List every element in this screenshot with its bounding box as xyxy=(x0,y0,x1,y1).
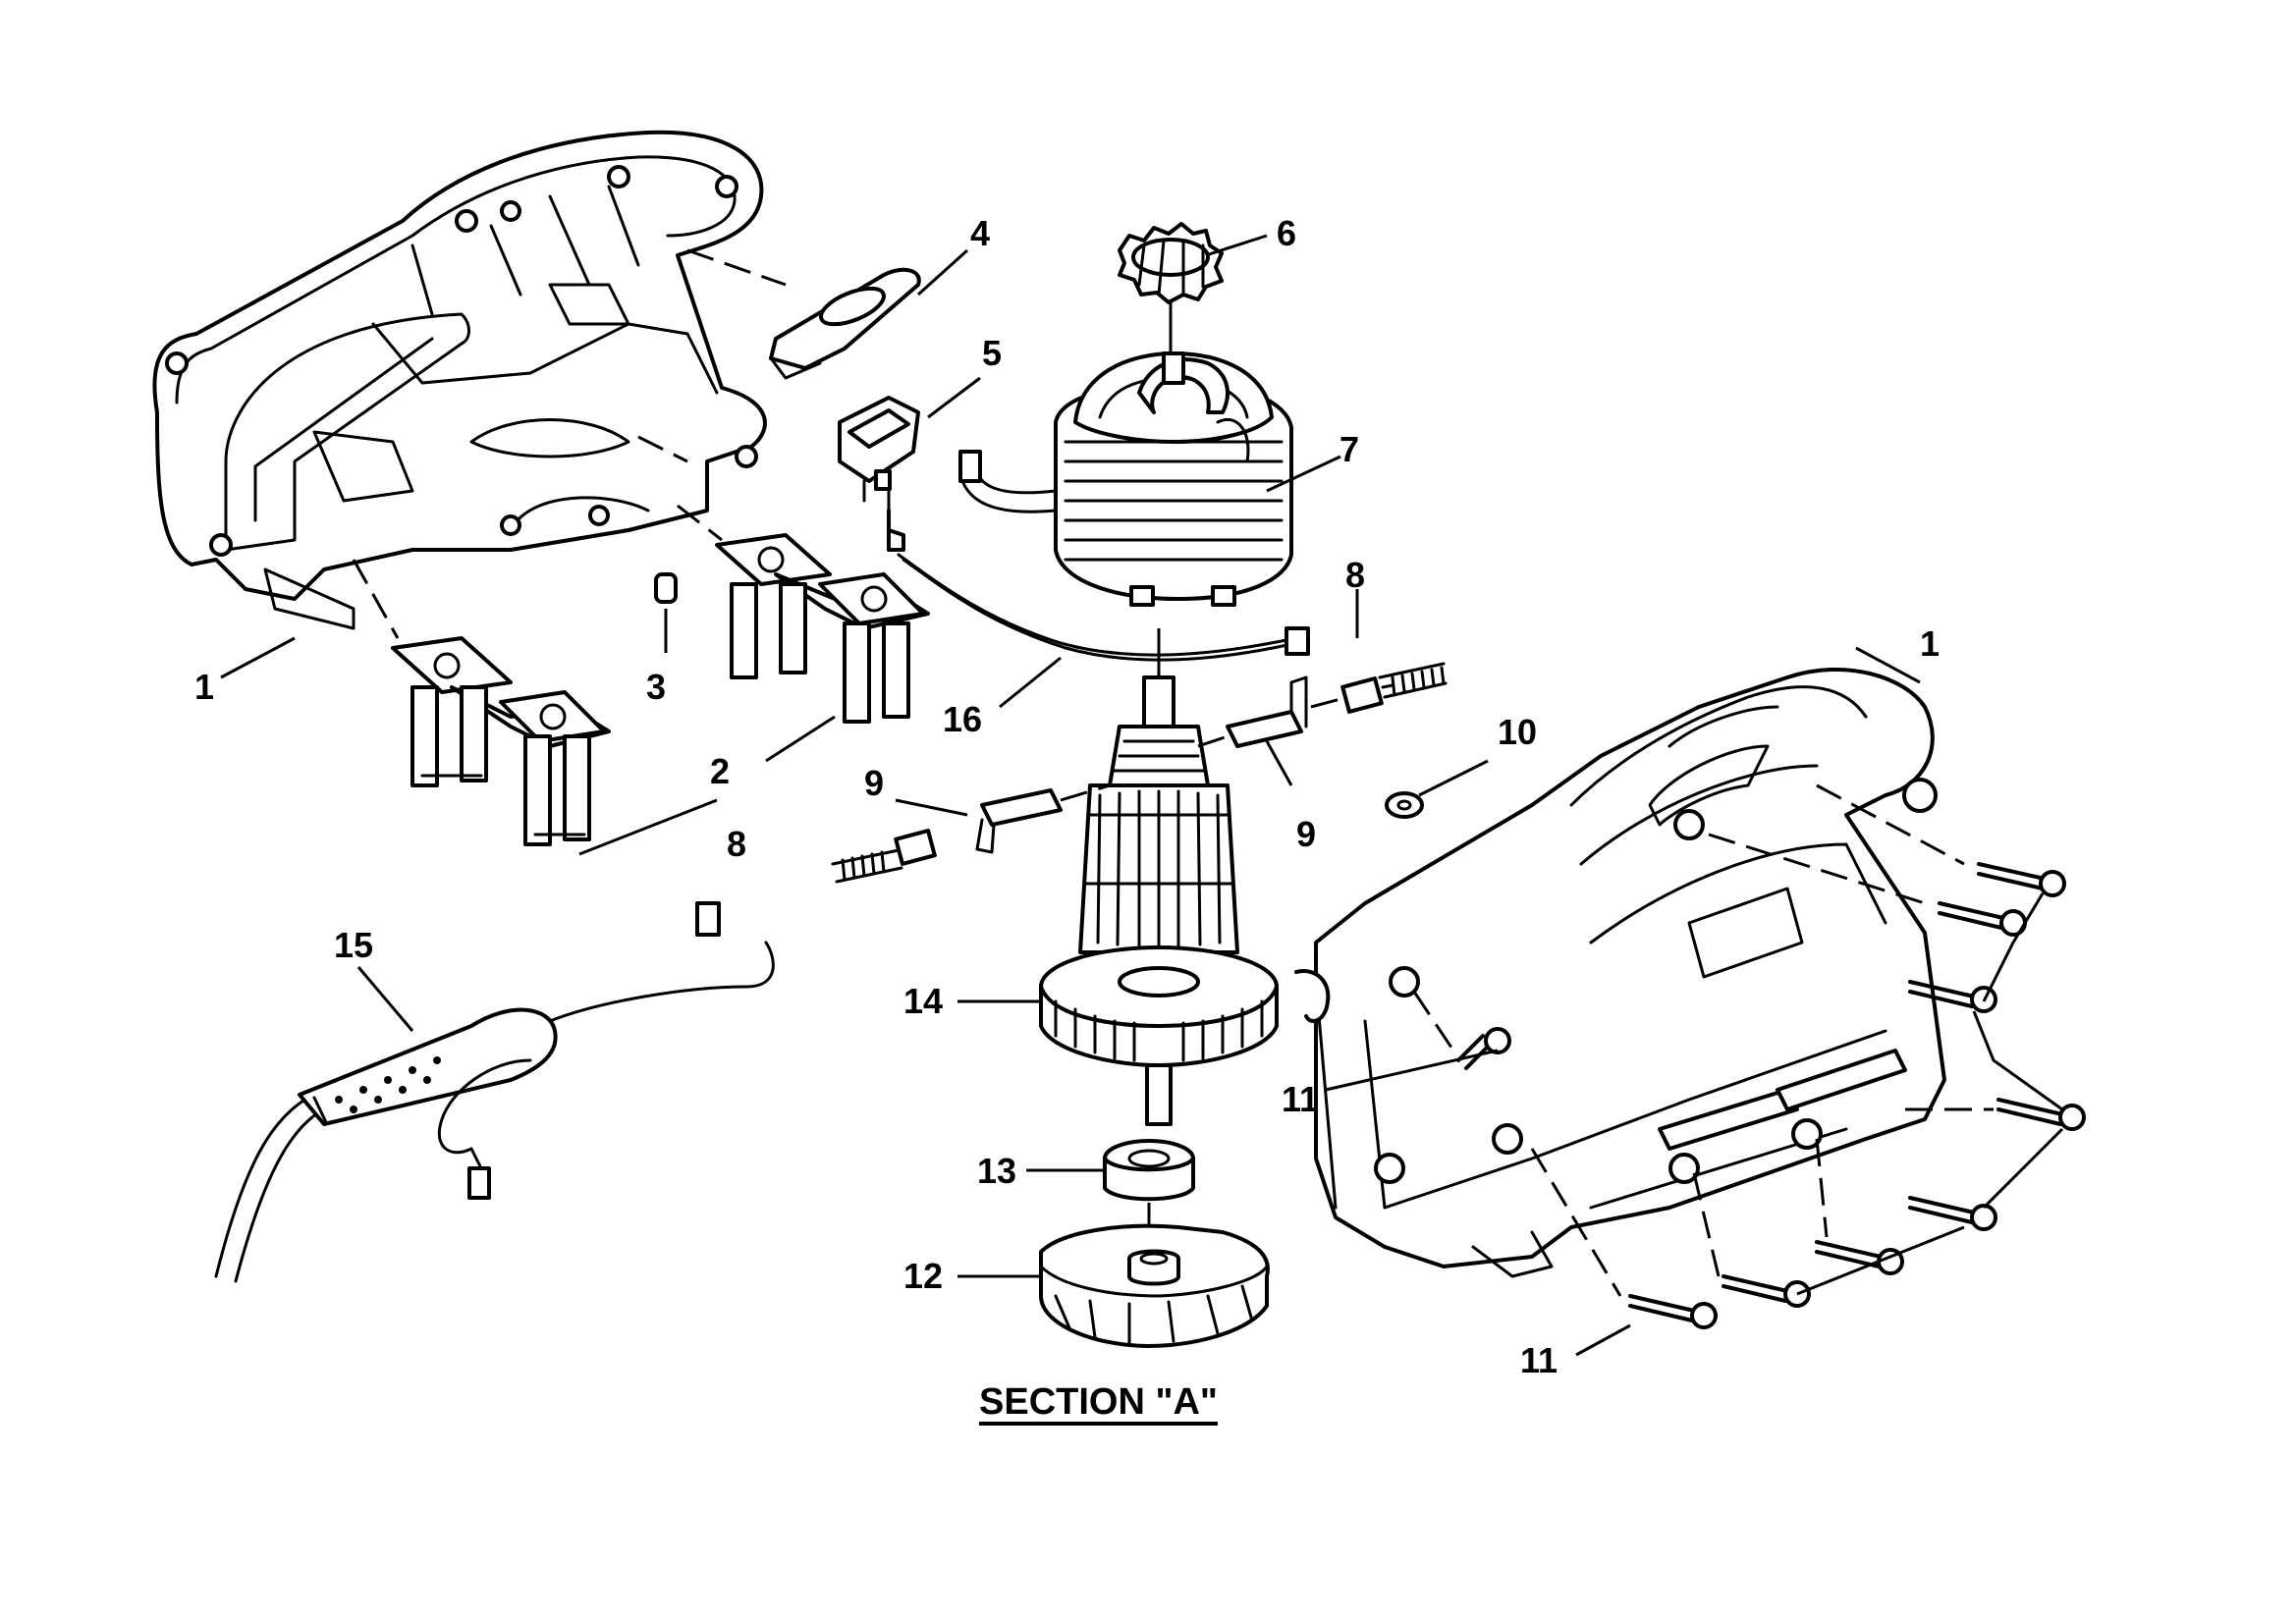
right-housing-half xyxy=(1294,668,1946,1278)
callout-3-pin: 3 xyxy=(646,667,666,707)
callout-5-rocker-switch: 5 xyxy=(982,333,1002,373)
left-housing-half xyxy=(152,130,767,630)
callout-4-switch-actuator: 4 xyxy=(970,213,990,253)
carbon-brush-right xyxy=(1340,662,1448,714)
screw xyxy=(1938,901,2027,937)
bracket-right xyxy=(715,533,930,724)
power-cord xyxy=(214,901,775,1283)
armature-fan xyxy=(1039,945,1279,1126)
switch-actuator xyxy=(769,267,921,380)
callout-14-armature-fan: 14 xyxy=(903,981,943,1021)
gear-cap xyxy=(1118,222,1224,304)
carbon-brush-left xyxy=(831,829,937,884)
callout-2-brackets: 2 xyxy=(710,751,730,791)
brush-holder-left xyxy=(975,788,1063,854)
callout-8-brush-left: 8 xyxy=(727,824,746,864)
screw xyxy=(1815,1240,1904,1275)
armature xyxy=(1078,675,1239,984)
screw xyxy=(1908,980,1997,1013)
callout-11-screws-lower: 11 xyxy=(1520,1340,1558,1380)
callout-13-bearing: 13 xyxy=(977,1151,1016,1191)
pin xyxy=(654,572,678,604)
screw xyxy=(1996,1098,2086,1131)
coil-terminal xyxy=(958,450,982,483)
callout-labels: 1 1 2 3 4 5 6 7 8 8 9 9 10 11 11 12 13 1… xyxy=(194,213,1940,1380)
callout-16-lead-wire: 16 xyxy=(943,699,982,739)
callout-9-holder-right: 9 xyxy=(1296,814,1316,854)
leader-lines xyxy=(220,234,1921,1357)
bracket-left xyxy=(391,636,611,846)
field-coil xyxy=(960,351,1293,607)
callout-11-screws-upper: 11 xyxy=(1282,1079,1319,1119)
washer xyxy=(1385,791,1424,819)
impeller xyxy=(1039,1223,1270,1348)
callout-1-right-housing: 1 xyxy=(1920,623,1940,664)
rocker-switch xyxy=(838,396,920,503)
screw xyxy=(1977,862,2066,897)
callout-15-power-cord: 15 xyxy=(334,925,373,965)
screw xyxy=(1722,1274,1811,1308)
section-title: SECTION "A" xyxy=(979,1381,1218,1423)
callout-8-brush-right: 8 xyxy=(1345,555,1365,595)
lead-wire xyxy=(887,509,1310,662)
bearing xyxy=(1103,1139,1195,1202)
callout-9-holder-left: 9 xyxy=(864,763,884,803)
callout-12-impeller: 12 xyxy=(903,1256,943,1296)
callout-10-washer: 10 xyxy=(1498,712,1537,752)
screw xyxy=(1908,1196,1997,1231)
callout-7-field-coil: 7 xyxy=(1339,429,1359,469)
callout-6-gear-cap: 6 xyxy=(1277,213,1296,253)
section-heading: SECTION "A" xyxy=(979,1381,1218,1426)
screw xyxy=(1628,1294,1718,1329)
brush-holder-right xyxy=(1226,675,1308,748)
screws xyxy=(1412,783,2086,1329)
callout-1-left-housing: 1 xyxy=(194,667,214,707)
